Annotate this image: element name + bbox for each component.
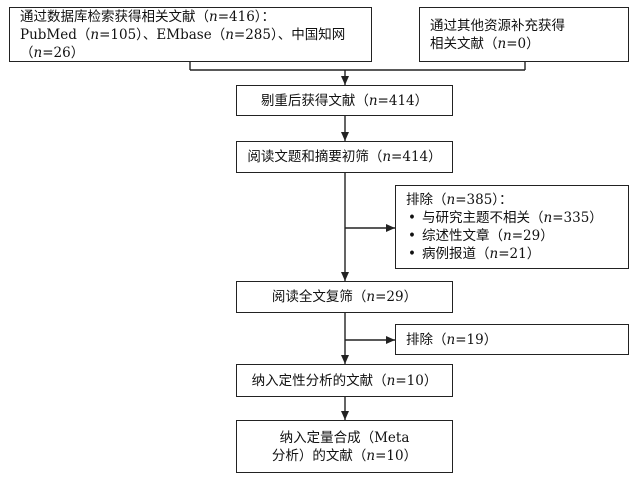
exclusion-reason-case-report: 病例报道（n=21）	[406, 245, 628, 263]
exclusion-reason-irrelevant: 与研究主题不相关（n=335）	[406, 209, 628, 227]
quantitative-synthesis-box: 纳入定量合成（Meta 分析）的文献（n=10）	[236, 420, 453, 473]
qualitative-analysis-box: 纳入定性分析的文献（n=10）	[236, 364, 453, 397]
exclusion-reason-review: 综述性文章（n=29）	[406, 227, 628, 245]
other-sources-line1: 通过其他资源补充获得	[430, 17, 565, 34]
other-sources-line2: 相关文献（n=0）	[430, 35, 540, 52]
database-search-box: 通过数据库检索获得相关文献（n=416）： PubMed（n=105）、EMba…	[9, 7, 372, 62]
quantitative-line1: 纳入定量合成（Meta	[279, 429, 410, 446]
fulltext-screen-box: 阅读全文复筛（n=29）	[236, 281, 453, 313]
exclusion-box-1: 排除（n=385）： 与研究主题不相关（n=335） 综述性文章（n=29） 病…	[395, 185, 629, 269]
quantitative-line2: 分析）的文献（n=10）	[271, 447, 418, 464]
exclusion-1-title: 排除（n=385）：	[406, 192, 513, 208]
database-search-line2: PubMed（n=105）、EMbase（n=285）、中国知网（n=26）	[20, 26, 346, 61]
exclusion-box-2: 排除（n=19）	[395, 324, 629, 355]
exclusion-1-list: 与研究主题不相关（n=335） 综述性文章（n=29） 病例报道（n=21）	[406, 209, 628, 263]
database-search-line1: 通过数据库检索获得相关文献（n=416）：	[20, 8, 276, 25]
title-abstract-screen-box: 阅读文题和摘要初筛（n=414）	[236, 141, 453, 173]
other-sources-box: 通过其他资源补充获得 相关文献（n=0）	[419, 7, 629, 62]
dedup-box: 剔重后获得文献（n=414）	[236, 85, 453, 116]
